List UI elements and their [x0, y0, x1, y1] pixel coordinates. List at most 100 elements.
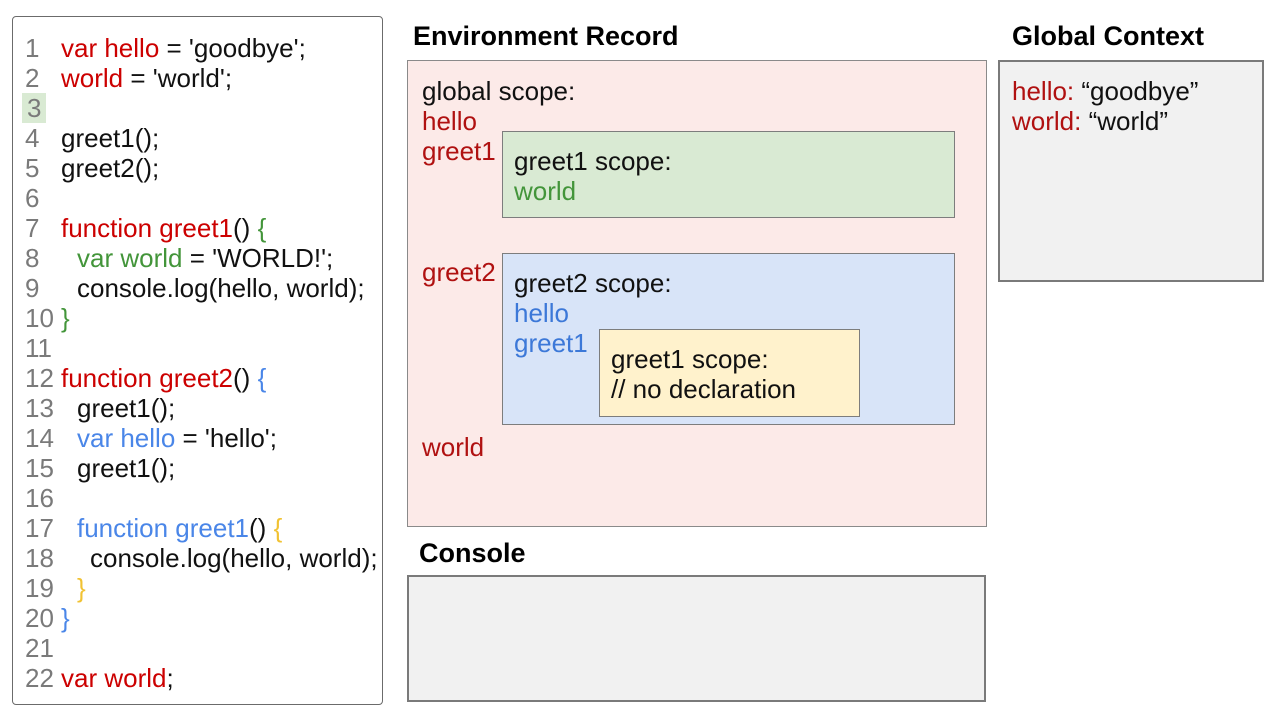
code-text: }	[61, 573, 86, 603]
greet2-scope-var-greet1: greet1	[514, 328, 588, 358]
code-token: console.log(hello, world);	[77, 273, 365, 303]
code-token: }	[77, 573, 86, 603]
code-text: }	[61, 603, 70, 633]
code-token: }	[61, 303, 70, 333]
greet2-scope-label: greet2 scope:	[514, 268, 672, 298]
code-line-3: 3	[22, 93, 382, 123]
line-number: 6	[25, 183, 40, 213]
line-number: 10	[25, 303, 54, 333]
code-token: }	[61, 603, 70, 633]
code-token: {	[273, 513, 283, 543]
line-number: 2	[25, 63, 40, 93]
code-token: = 'goodbye';	[159, 33, 306, 63]
code-line-18: 18 console.log(hello, world);	[25, 543, 382, 573]
code-token: ;	[166, 663, 174, 693]
code-line-4: 4 greet1();	[25, 123, 382, 153]
line-number: 13	[25, 393, 54, 423]
code-line-11: 11	[25, 333, 382, 363]
code-token: = 'world';	[123, 63, 233, 93]
code-token: {	[257, 213, 267, 243]
nested-greet1-scope-label: greet1 scope:	[611, 344, 769, 374]
code-token: greet1();	[61, 123, 160, 153]
line-number: 20	[25, 603, 54, 633]
global-context-key-hello: hello:	[1012, 76, 1075, 106]
code-token: function greet2	[61, 363, 234, 393]
code-line-19: 19}	[25, 573, 382, 603]
code-text: var hello = 'hello';	[61, 423, 277, 453]
global-scope-var-world: world	[422, 432, 485, 462]
global-context-value-goodbye: “goodbye”	[1081, 76, 1199, 106]
code-text: function greet2() {	[61, 363, 266, 393]
line-number: 12	[25, 363, 54, 393]
line-number: 14	[25, 423, 54, 453]
global-scope-label: global scope:	[422, 76, 576, 106]
code-text: }	[61, 303, 70, 333]
greet1-scope-label: greet1 scope:	[514, 146, 672, 176]
global-scope-var-greet1: greet1	[422, 136, 496, 166]
code-token: greet1();	[77, 393, 176, 423]
global-context-value-world: “world”	[1088, 106, 1169, 136]
code-text: function greet1() {	[61, 513, 282, 543]
code-line-2: 2 world = 'world';	[25, 63, 382, 93]
global-context-entry-world: world: “world”	[1012, 106, 1262, 136]
code-text: console.log(hello, world);	[61, 273, 365, 303]
global-context-title: Global Context	[1012, 21, 1205, 51]
code-text: greet2();	[61, 153, 159, 183]
environment-record-title: Environment Record	[413, 21, 679, 51]
code-text: greet1();	[61, 123, 159, 153]
code-editor-panel: 1 var hello = 'goodbye'; 2 world = 'world';…	[12, 16, 383, 705]
line-number: 3	[22, 93, 61, 123]
global-scope-var-hello: hello	[422, 106, 477, 136]
console-output-box	[407, 575, 986, 702]
line-number: 19	[25, 573, 54, 603]
code-token: function greet1	[61, 213, 234, 243]
code-token: console.log(hello, world);	[90, 543, 378, 573]
global-context-key-world: world:	[1012, 106, 1082, 136]
code-line-13: 13 greet1();	[25, 393, 382, 423]
greet1-scope-var-world: world	[514, 176, 577, 206]
line-number: 15	[25, 453, 54, 483]
code-text: greet1();	[61, 453, 175, 483]
line-number: 4	[25, 123, 40, 153]
global-scope-var-greet2: greet2	[422, 257, 496, 287]
code-token: {	[257, 363, 267, 393]
code-text: world = 'world';	[61, 63, 232, 93]
line-number: 11	[25, 333, 52, 363]
highlighted-line-number: 3	[22, 93, 47, 123]
code-line-16: 16	[25, 483, 382, 513]
code-line-21: 21	[25, 633, 382, 663]
global-context-entry-hello: hello: “goodbye”	[1012, 76, 1262, 106]
console-title: Console	[419, 538, 526, 568]
code-token: greet2();	[61, 153, 160, 183]
line-number: 17	[25, 513, 54, 543]
code-token: ()	[233, 363, 258, 393]
code-text: var hello = 'goodbye';	[61, 33, 306, 63]
code-text: var world;	[61, 663, 174, 693]
code-line-6: 6	[25, 183, 382, 213]
code-line-9: 9 console.log(hello, world);	[25, 273, 382, 303]
code-text: function greet1() {	[61, 213, 266, 243]
line-number: 1	[25, 33, 40, 63]
code-line-20: 20}	[25, 603, 382, 633]
greet2-scope-var-hello: hello	[514, 298, 569, 328]
line-number: 18	[25, 543, 54, 573]
greet2-scope-box: greet2 scope: hello greet1 greet1 scope:…	[502, 253, 955, 425]
code-text: greet1();	[61, 393, 175, 423]
global-context-spacer	[1081, 106, 1088, 136]
code-token: = 'hello';	[175, 423, 278, 453]
code-token: world	[61, 63, 124, 93]
line-number: 9	[25, 273, 40, 303]
code-line-1: 1 var hello = 'goodbye';	[25, 33, 382, 63]
code-token: var world	[61, 663, 167, 693]
code-token: function greet1	[77, 513, 250, 543]
code-text: console.log(hello, world);	[61, 543, 378, 573]
code-token: var hello	[61, 33, 160, 63]
line-number: 5	[25, 153, 40, 183]
